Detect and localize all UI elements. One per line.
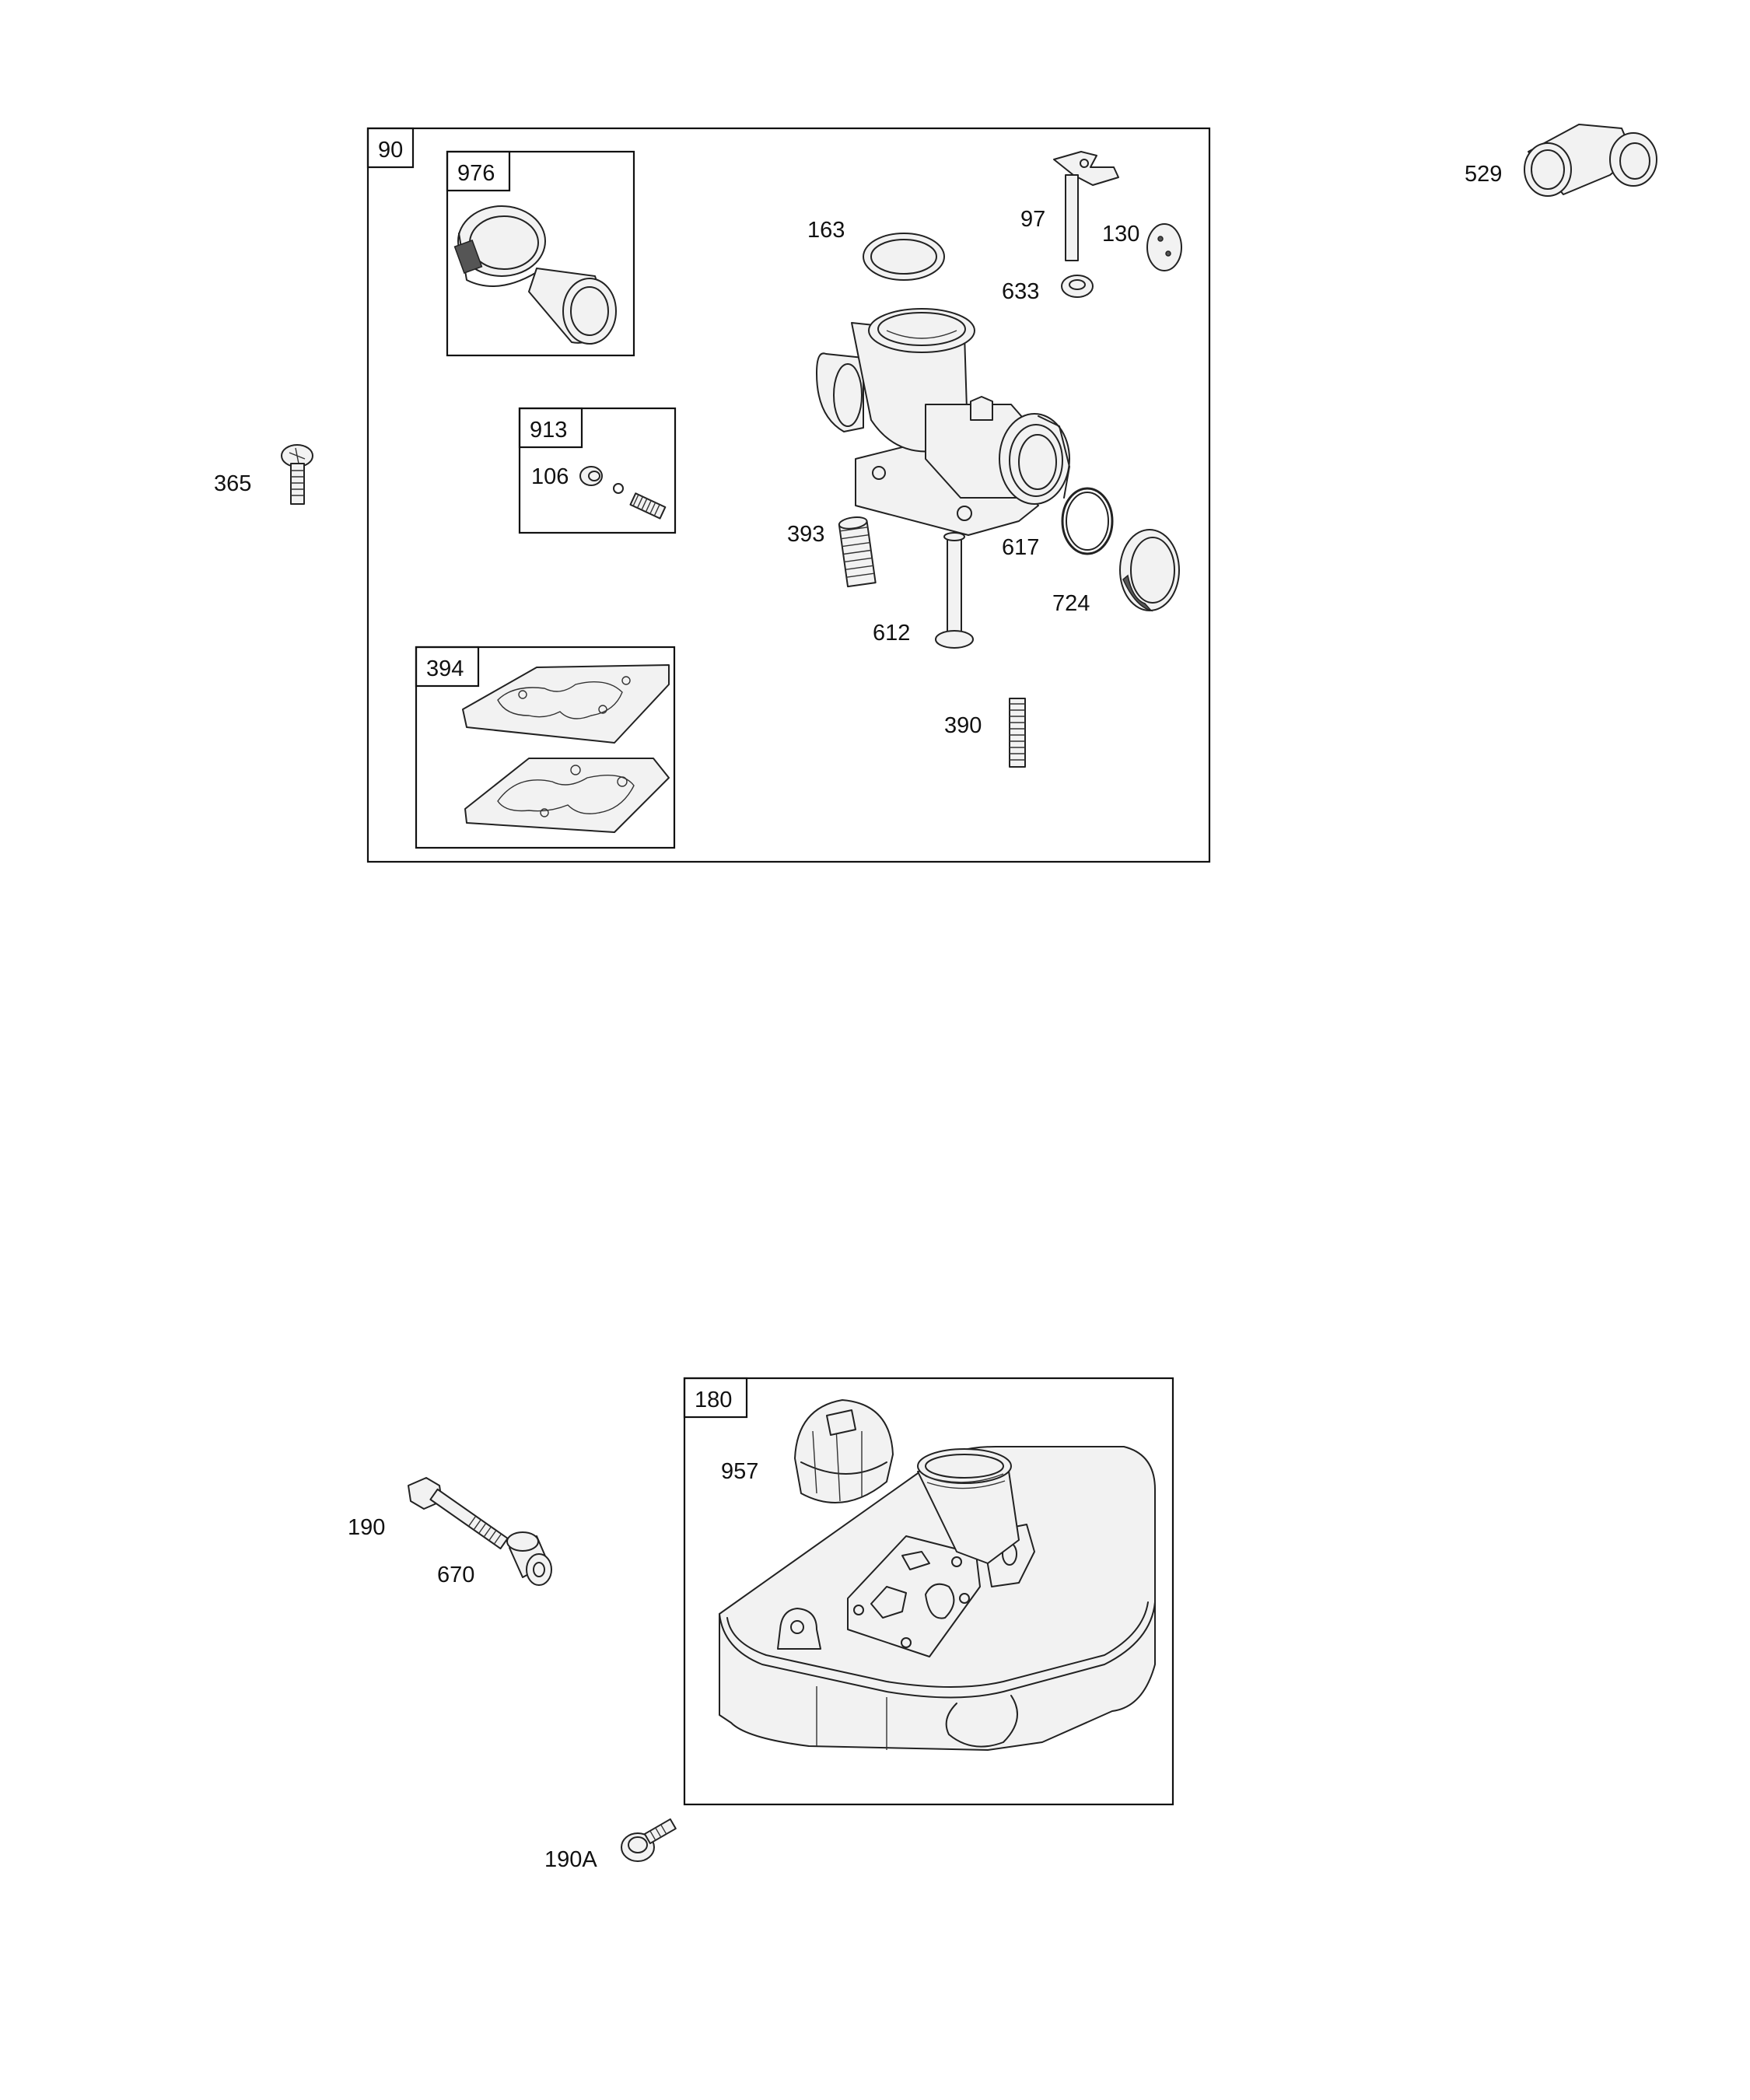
group-976-frame: 976 (446, 150, 635, 357)
part-365-label[interactable]: 365 (214, 471, 251, 496)
air-filter-adapter-icon (453, 205, 617, 345)
part-957-fuel-cap-icon (794, 1399, 894, 1503)
part-190a-label[interactable]: 190A (544, 1847, 597, 1872)
part-617-label[interactable]: 617 (1002, 535, 1039, 560)
part-633-label[interactable]: 633 (1002, 279, 1039, 304)
part-957-label[interactable]: 957 (721, 1459, 758, 1484)
group-976-label[interactable]: 976 (457, 161, 495, 186)
part-670-spacer-icon (506, 1531, 552, 1586)
part-190a-screw-icon (621, 1818, 677, 1862)
gasket-set-icon (462, 664, 670, 833)
part-724-ring-icon (1119, 529, 1180, 612)
carburetor-body-icon (816, 308, 1070, 536)
group-913-label[interactable]: 913 (530, 418, 567, 443)
part-633-seal-icon (1061, 275, 1094, 298)
part-106-label[interactable]: 106 (531, 464, 569, 489)
group-180-label[interactable]: 180 (695, 1388, 732, 1412)
part-393-label[interactable]: 393 (787, 522, 824, 547)
part-365-screw-icon (281, 444, 313, 505)
part-390-label[interactable]: 390 (944, 713, 982, 738)
group-90-label[interactable]: 90 (378, 138, 403, 163)
part-529-label[interactable]: 529 (1465, 162, 1502, 187)
part-130-throttle-plate-icon (1146, 223, 1182, 271)
fuel-tank-icon (719, 1446, 1156, 1751)
part-130-label[interactable]: 130 (1102, 222, 1139, 247)
part-97-throttle-shaft-icon (1053, 151, 1119, 261)
part-612-pipe-icon (935, 532, 974, 649)
part-163-gasket-icon (863, 233, 945, 281)
part-670-label[interactable]: 670 (437, 1563, 474, 1587)
group-394-label[interactable]: 394 (426, 656, 464, 681)
part-393-jet-icon (838, 516, 877, 588)
part-390-spring-icon (1009, 698, 1026, 768)
group-913-frame: 913 106 (518, 407, 677, 534)
group-90-frame: 90 (366, 127, 1211, 863)
part-612-label[interactable]: 612 (873, 621, 910, 646)
part-724-label[interactable]: 724 (1052, 591, 1090, 616)
group-180-frame: 180 (683, 1377, 1174, 1806)
part-529-elbow-icon (1524, 124, 1657, 197)
needle-seat-icon (579, 466, 667, 520)
part-617-o-ring-icon (1061, 487, 1114, 555)
part-190-bolt-icon (408, 1477, 509, 1550)
part-190-label[interactable]: 190 (348, 1515, 385, 1540)
part-163-label[interactable]: 163 (807, 218, 845, 243)
group-394-frame: 394 (415, 646, 676, 849)
part-97-label[interactable]: 97 (1020, 207, 1045, 232)
